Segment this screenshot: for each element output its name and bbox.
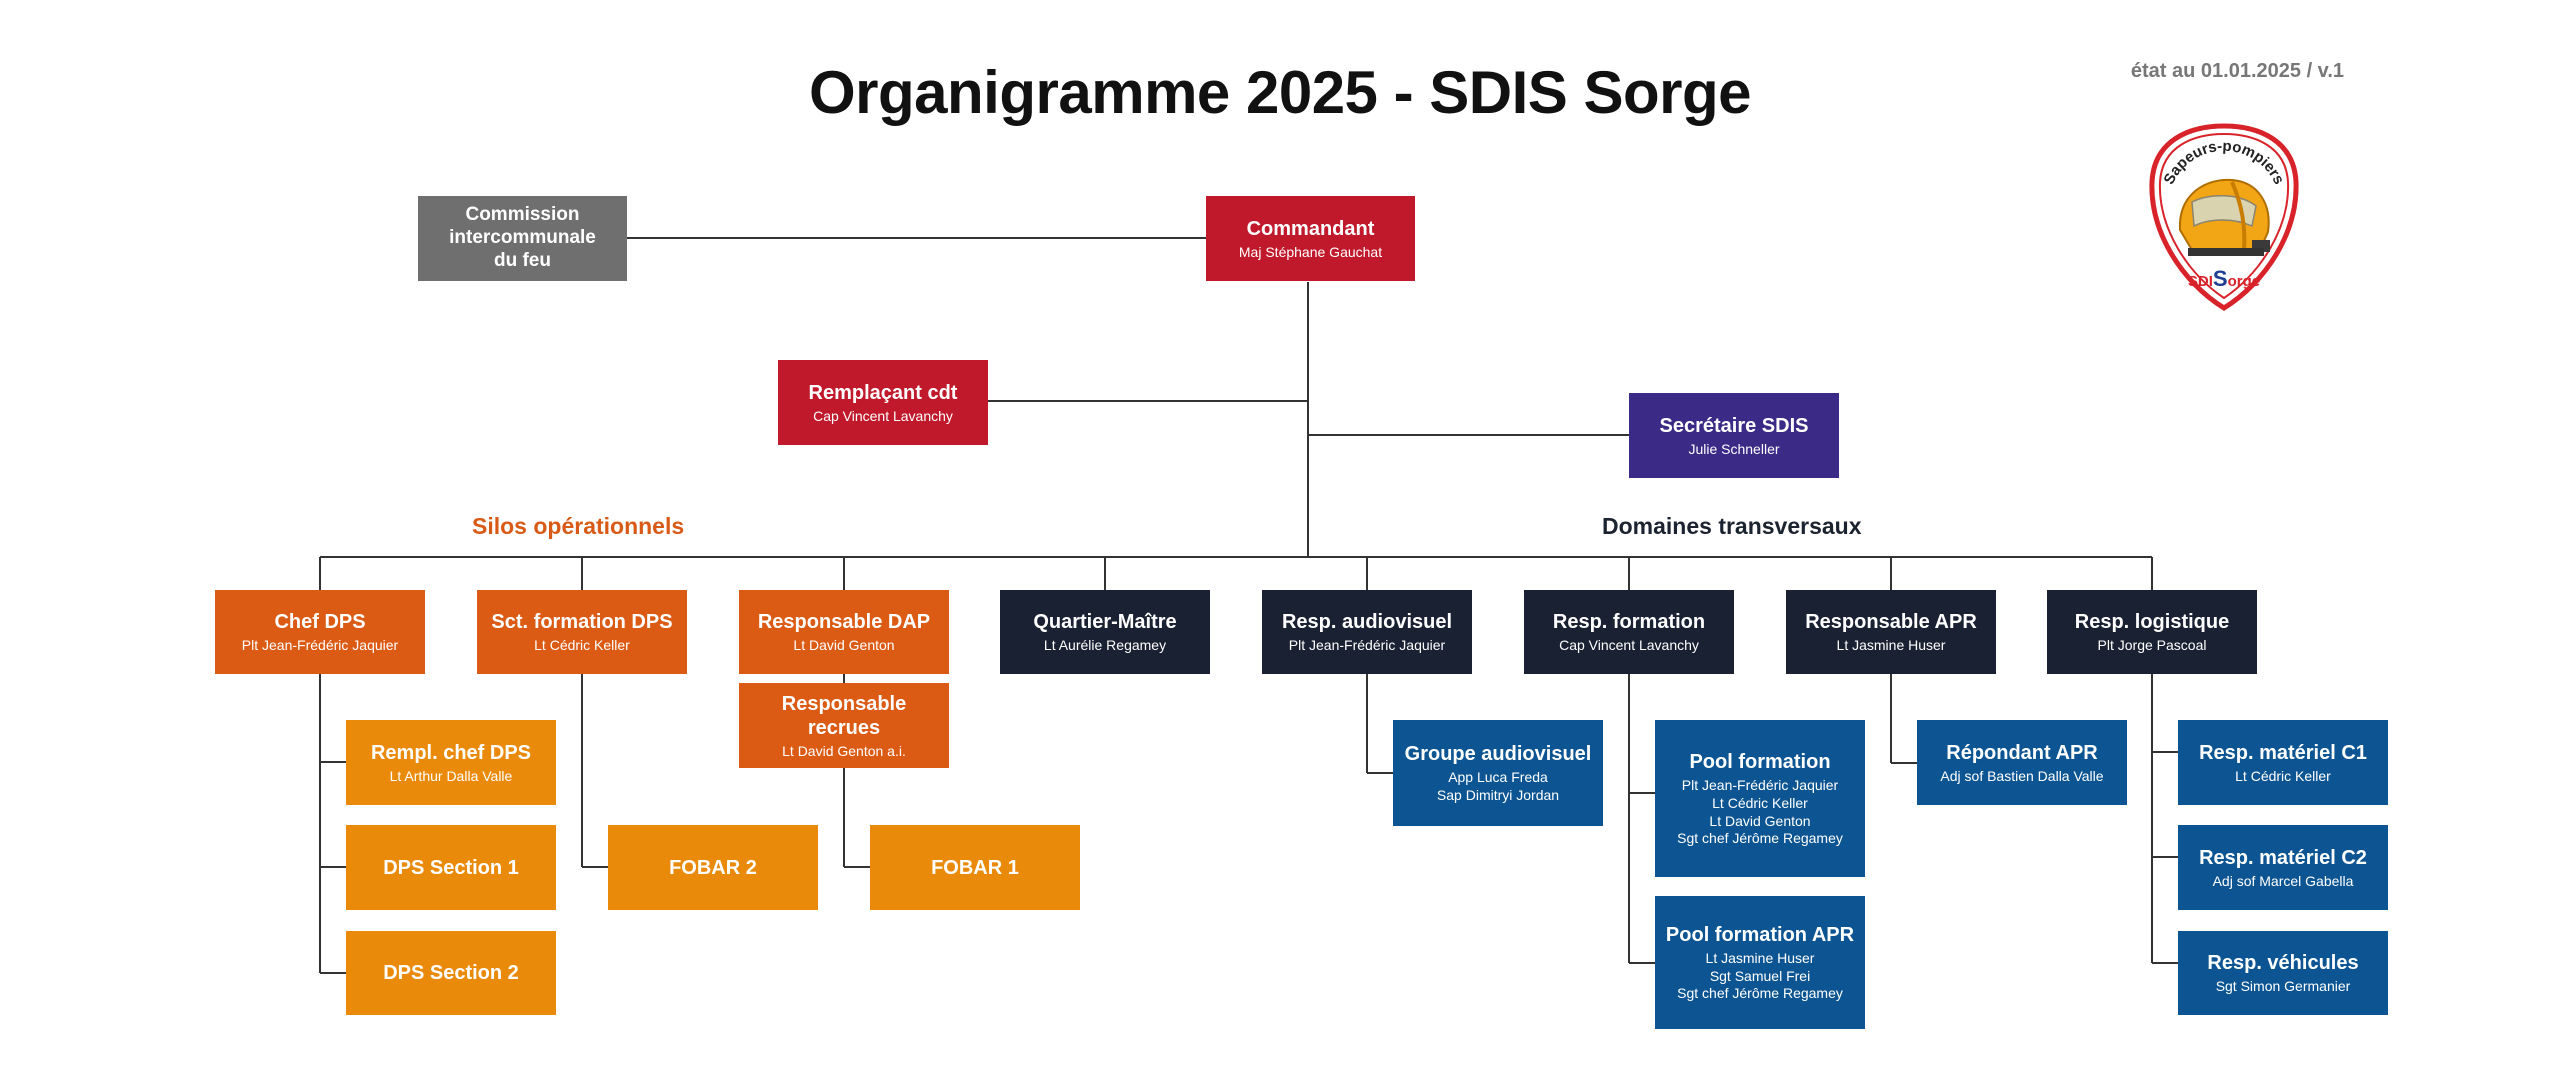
box-repondant-apr: Répondant APR Adj sof Bastien Dalla Valle: [1917, 720, 2127, 805]
box-fobar-1: FOBAR 1: [870, 825, 1080, 910]
box-person-line: App Luca Freda: [1448, 769, 1548, 786]
box-secretaire-sdis: Secrétaire SDIS Julie Schneller: [1629, 393, 1839, 478]
box-title: Pool formation: [1689, 750, 1831, 773]
box-person-line: Lt David Genton a.i.: [782, 742, 906, 759]
box-title: FOBAR 2: [669, 856, 757, 879]
box-person-line: Lt Cédric Keller: [2235, 767, 2331, 784]
box-sct-formation-dps: Sct. formation DPS Lt Cédric Keller: [477, 590, 687, 674]
box-person-line: Lt Aurélie Regamey: [1043, 637, 1167, 654]
version-stamp: état au 01.01.2025 / v.1: [2130, 60, 2344, 82]
box-title: Resp. véhicules: [2207, 952, 2359, 975]
box-person-line: Sgt Samuel Frei: [1709, 967, 1811, 984]
box-chef-dps: Chef DPS Plt Jean-Frédéric Jaquier: [215, 590, 425, 674]
box-dps-section-1: DPS Section 1: [346, 825, 556, 910]
box-person-line: Lt Arthur Dalla Valle: [389, 767, 513, 784]
box-resp-materiel-c1: Resp. matériel C1 Lt Cédric Keller: [2178, 720, 2388, 805]
box-person-line: Plt Jorge Pascoal: [2097, 637, 2207, 654]
box-responsable-recrues: Responsable recrues Lt David Genton a.i.: [739, 683, 949, 768]
box-title: Responsable recrues: [781, 692, 907, 739]
page-title: Organigramme 2025 - SDIS Sorge: [808, 59, 1752, 126]
label-domaines-transversaux: Domaines transversaux: [1602, 513, 1862, 539]
box-title: Quartier-Maître: [1033, 611, 1177, 634]
box-dps-section-2: DPS Section 2: [346, 931, 556, 1015]
box-person-line: Cap Vincent Lavanchy: [813, 407, 953, 424]
firefighter-helmet-icon: [2178, 178, 2270, 256]
box-person-line: Sap Dimitryi Jordan: [1436, 787, 1560, 803]
box-person-line: Adj sof Bastien Dalla Valle: [1940, 767, 2104, 784]
box-person-line: Plt Jean-Frédéric Jaquier: [241, 637, 399, 654]
box-title: Pool formation APR: [1665, 923, 1855, 946]
box-title: Resp. audiovisuel: [1281, 611, 1453, 634]
box-person-line: Lt Cédric Keller: [534, 637, 630, 654]
box-commission-intercommunale: Commission intercommunale du feu: [418, 196, 627, 281]
box-title: Répondant APR: [1946, 741, 2098, 764]
box-person-line: Julie Schneller: [1688, 440, 1780, 457]
box-fobar-2: FOBAR 2: [608, 825, 818, 910]
box-person-line: Plt Jean-Frédéric Jaquier: [1681, 776, 1839, 793]
box-person-line: Plt Jean-Frédéric Jaquier: [1288, 637, 1446, 654]
box-title: Resp. formation: [1552, 611, 1706, 634]
box-title: Resp. matériel C1: [2199, 741, 2367, 764]
box-title: FOBAR 1: [931, 856, 1019, 879]
box-title: Groupe audiovisuel: [1404, 743, 1592, 766]
box-person-line: Maj Stéphane Gauchat: [1238, 243, 1383, 260]
box-title: Resp. matériel C2: [2199, 846, 2367, 869]
box-title: Responsable DAP: [757, 611, 931, 634]
box-person-line: Sgt chef Jérôme Regamey: [1677, 830, 1843, 847]
box-person-line: Lt Jasmine Huser: [1836, 637, 1946, 654]
box-title: DPS Section 1: [383, 856, 519, 879]
box-title: Chef DPS: [274, 611, 366, 634]
box-person-line: Sgt Simon Germanier: [2215, 978, 2351, 995]
box-rempl-chef-dps: Rempl. chef DPS Lt Arthur Dalla Valle: [346, 720, 556, 805]
sdis-sorge-logo: Sapeurs-pompiers SDISorge: [2148, 122, 2300, 312]
box-person-line: Cap Vincent Lavanchy: [1559, 637, 1699, 654]
label-silos-operationnels: Silos opérationnels: [472, 513, 685, 539]
box-responsable-dap: Responsable DAP Lt David Genton: [739, 590, 949, 674]
box-person-line: Adj sof Marcel Gabella: [2212, 872, 2354, 889]
box-person-line: Lt Jasmine Huser: [1705, 949, 1815, 966]
logo-name-c: orge: [2228, 273, 2261, 290]
box-person-line: Sgt chef Jérôme Regamey: [1677, 985, 1843, 1002]
box-title: Commission intercommunale du feu: [449, 204, 596, 271]
box-person-line: Lt David Genton: [1709, 812, 1811, 829]
box-title: Rempl. chef DPS: [370, 741, 532, 764]
box-title: Secrétaire SDIS: [1659, 414, 1809, 437]
box-title: Responsable APR: [1805, 611, 1977, 634]
box-quartier-maitre: Quartier-Maître Lt Aurélie Regamey: [1000, 590, 1210, 674]
box-resp-materiel-c2: Resp. matériel C2 Adj sof Marcel Gabella: [2178, 825, 2388, 910]
box-title: Resp. logistique: [2074, 611, 2230, 634]
box-person-line: Lt David Genton: [793, 637, 895, 654]
box-responsable-apr: Responsable APR Lt Jasmine Huser: [1786, 590, 1996, 674]
box-title: Commandant: [1246, 217, 1375, 240]
svg-text:SDISorge: SDISorge: [2188, 266, 2260, 291]
logo-name-b: S: [2213, 266, 2228, 291]
box-title: Sct. formation DPS: [491, 611, 673, 634]
box-person-line: Lt Cédric Keller: [1712, 794, 1808, 811]
box-title: Remplaçant cdt: [808, 381, 958, 404]
logo-name-a: SDI: [2188, 273, 2213, 290]
box-title: DPS Section 2: [383, 962, 519, 984]
